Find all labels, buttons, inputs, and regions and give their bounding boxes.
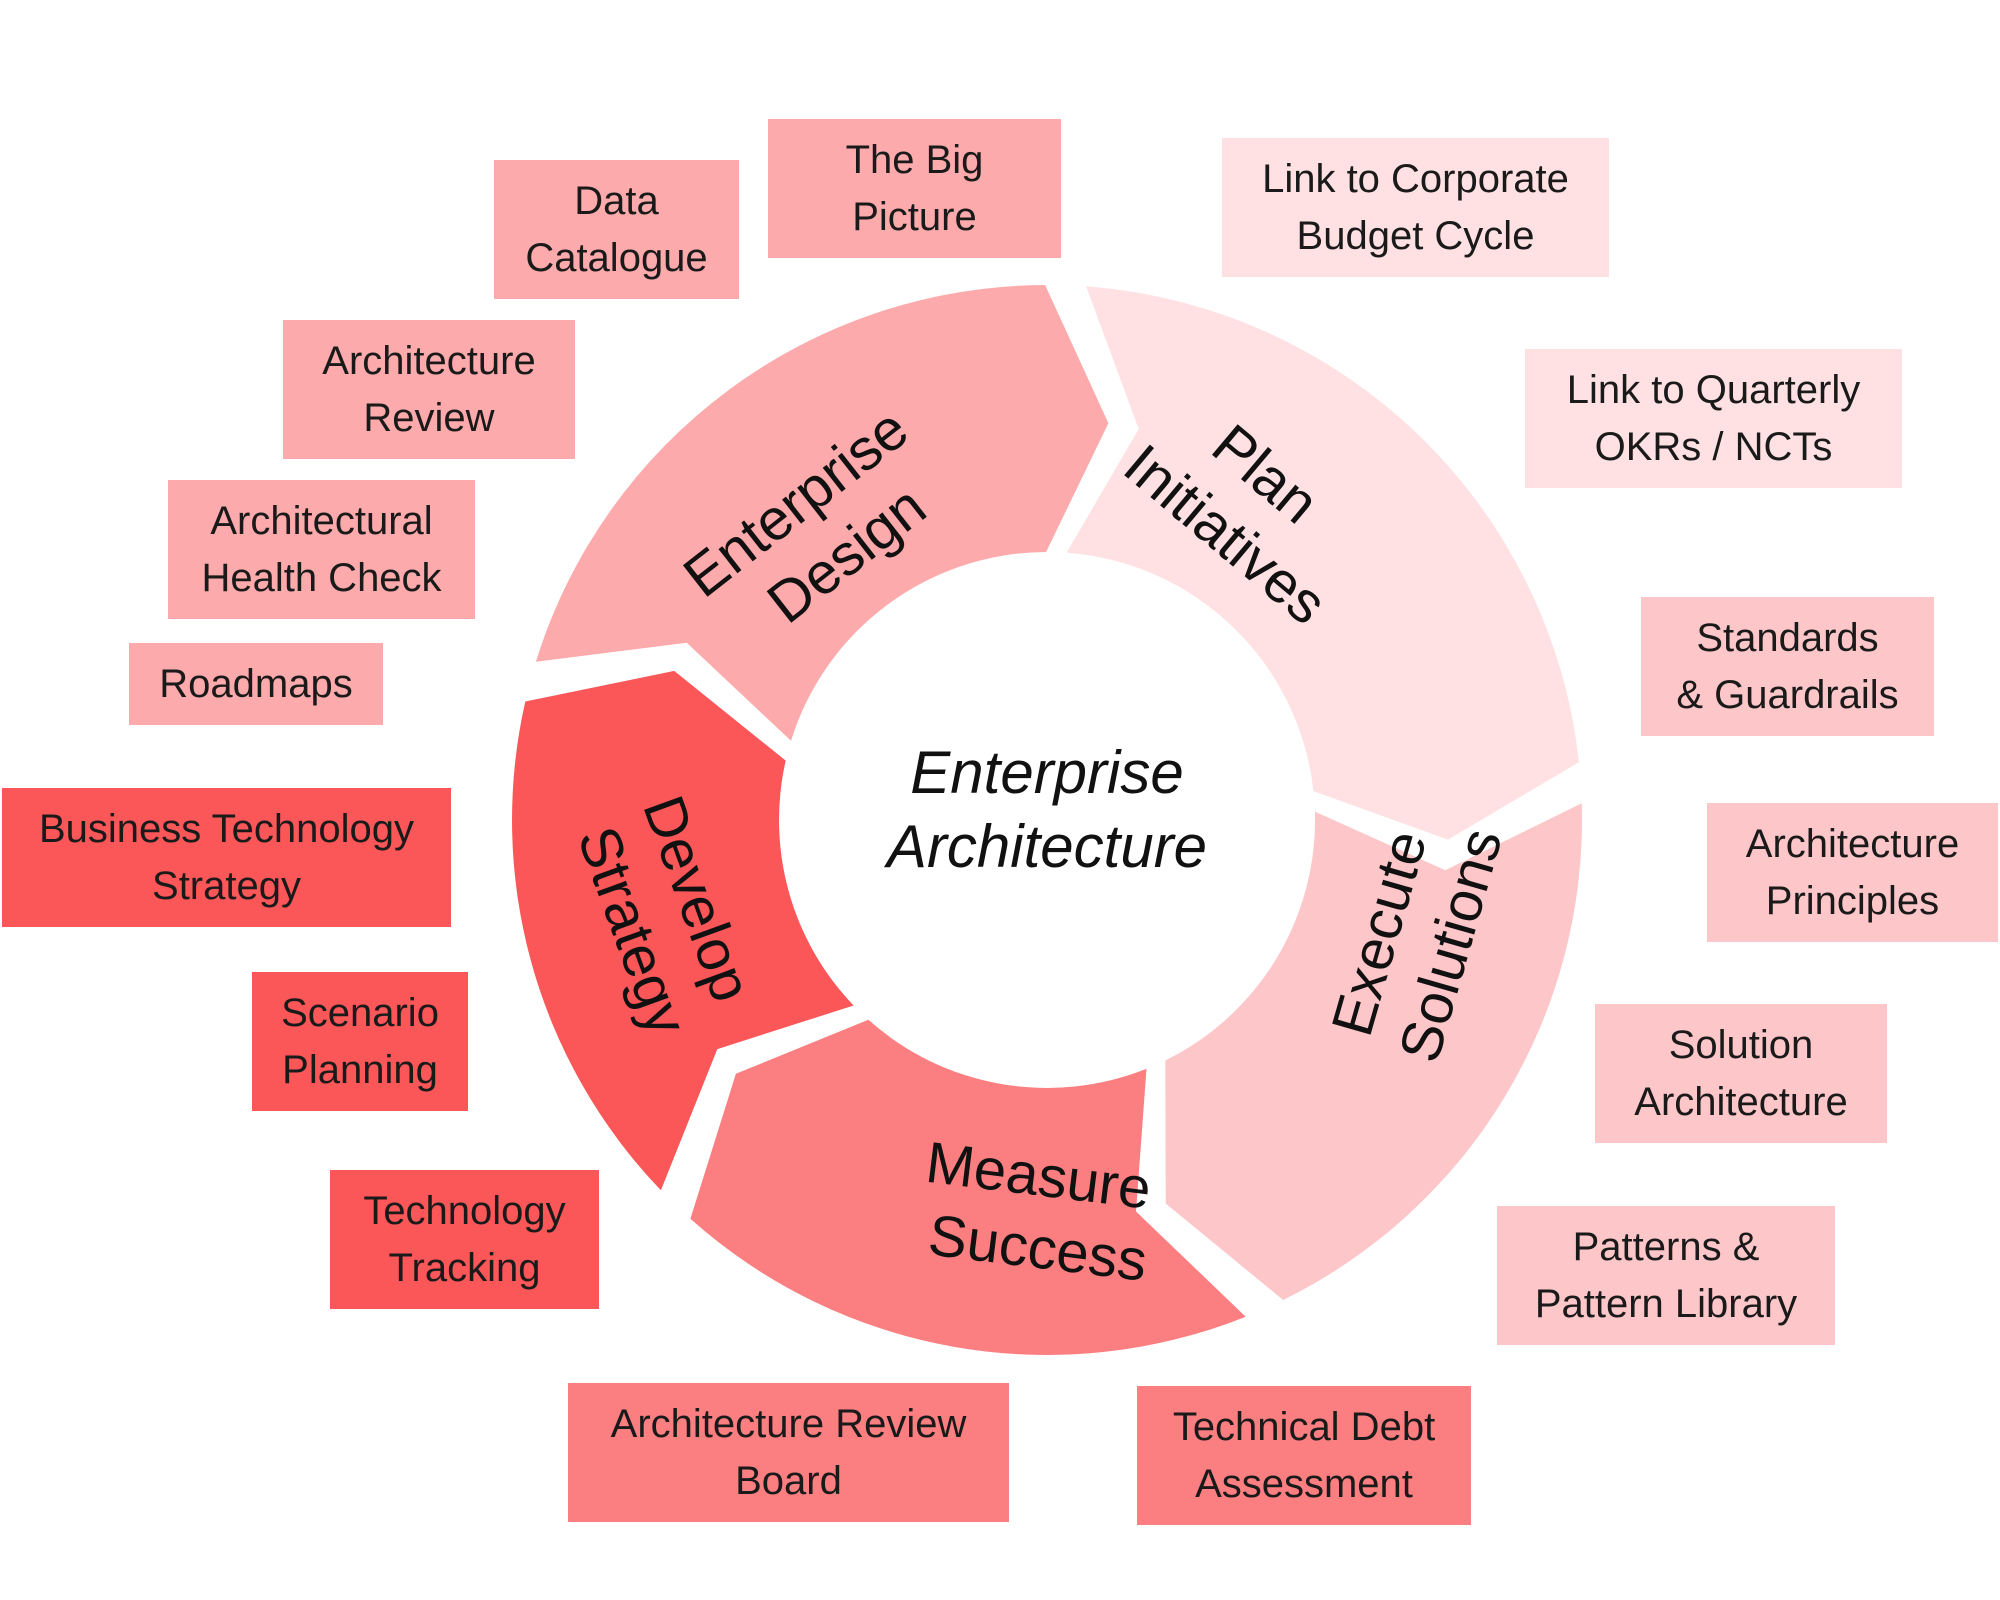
segment-execute-solutions — [1165, 803, 1582, 1300]
segment-measure-success — [690, 1019, 1246, 1355]
center-title-line2: Architecture — [884, 813, 1207, 880]
tag-architecture-review: Architecture Review — [283, 320, 575, 459]
tag-link-quarterly-okrs: Link to Quarterly OKRs / NCTs — [1525, 349, 1902, 488]
tag-technology-tracking: Technology Tracking — [330, 1170, 599, 1309]
tag-architectural-health-check: Architectural Health Check — [168, 480, 475, 619]
tag-roadmaps: Roadmaps — [129, 643, 383, 725]
segment-develop-strategy — [512, 670, 854, 1191]
tag-link-corporate-budget: Link to Corporate Budget Cycle — [1222, 138, 1609, 277]
segment-enterprise-design — [535, 285, 1109, 741]
tag-architecture-principles: Architecture Principles — [1707, 803, 1998, 942]
tag-business-technology-strategy: Business Technology Strategy — [2, 788, 451, 927]
tag-solution-architecture: Solution Architecture — [1595, 1004, 1887, 1143]
tag-data-catalogue: Data Catalogue — [494, 160, 739, 299]
tag-scenario-planning: Scenario Planning — [252, 972, 468, 1111]
tag-architecture-review-board: Architecture Review Board — [568, 1383, 1009, 1522]
tag-the-big-picture: The Big Picture — [768, 119, 1061, 258]
tag-patterns-pattern-library: Patterns & Pattern Library — [1497, 1206, 1835, 1345]
tag-technical-debt-assessment: Technical Debt Assessment — [1137, 1386, 1471, 1525]
center-title-line1: Enterprise — [910, 739, 1183, 806]
tag-standards-guardrails: Standards & Guardrails — [1641, 597, 1934, 736]
segment-plan-initiatives — [1066, 286, 1579, 840]
